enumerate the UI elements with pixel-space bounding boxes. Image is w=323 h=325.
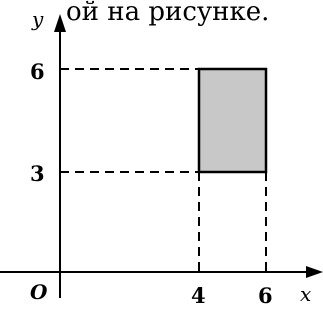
y-axis-arrow [54, 14, 66, 32]
caption-fragment: ой на рисунке. [66, 0, 269, 27]
y-tick-label: 6 [30, 59, 45, 84]
x-axis-arrow [306, 266, 323, 278]
origin-label: O [30, 280, 48, 304]
x-axis-name: x [300, 282, 311, 306]
shaded-rectangle [197, 67, 268, 174]
x-tick-label: 6 [258, 283, 273, 308]
y-axis-name: y [31, 7, 44, 31]
x-tick-label: 4 [191, 283, 206, 308]
y-tick-label: 3 [30, 161, 45, 186]
